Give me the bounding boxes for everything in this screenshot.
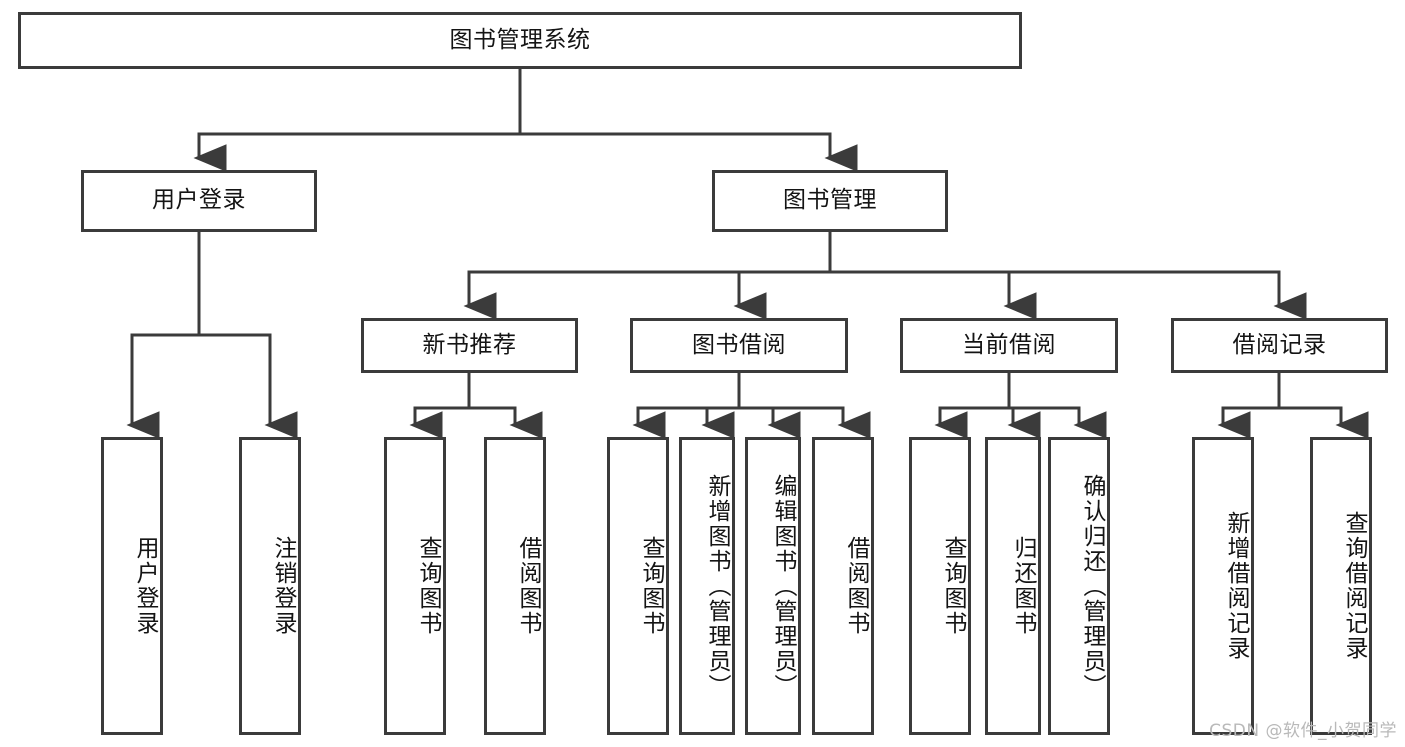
leaf-user-logout[interactable]: 注销登录 bbox=[239, 437, 301, 735]
leaf-borrow-edit-book-label: 编辑图书（管理员） bbox=[770, 473, 796, 699]
leaf-borrow-edit-book[interactable]: 编辑图书（管理员） bbox=[745, 437, 801, 735]
leaf-borrow-borrow-book[interactable]: 借阅图书 bbox=[812, 437, 874, 735]
leaf-current-confirm-return-label: 确认归还（管理员） bbox=[1079, 473, 1105, 699]
node-book-management-label: 图书管理 bbox=[783, 187, 877, 214]
node-borrow-record-label: 借阅记录 bbox=[1232, 331, 1327, 358]
leaf-current-query-book-label: 查询图书 bbox=[940, 536, 966, 636]
leaf-current-query-book[interactable]: 查询图书 bbox=[909, 437, 971, 735]
node-root[interactable]: 图书管理系统 bbox=[18, 12, 1022, 69]
leaf-recommend-borrow-book-label: 借阅图书 bbox=[515, 536, 541, 636]
node-user-login-label: 用户登录 bbox=[152, 187, 246, 214]
node-book-borrow[interactable]: 图书借阅 bbox=[630, 318, 848, 373]
node-current-borrow[interactable]: 当前借阅 bbox=[900, 318, 1118, 373]
node-borrow-record[interactable]: 借阅记录 bbox=[1171, 318, 1388, 373]
leaf-user-login[interactable]: 用户登录 bbox=[101, 437, 163, 735]
leaf-recommend-query-book-label: 查询图书 bbox=[415, 536, 441, 636]
leaf-record-add-record[interactable]: 新增借阅记录 bbox=[1192, 437, 1254, 735]
leaf-borrow-query-book-label: 查询图书 bbox=[638, 536, 664, 636]
leaf-borrow-borrow-book-label: 借阅图书 bbox=[843, 536, 869, 636]
node-new-book-recommend-label: 新书推荐 bbox=[422, 331, 517, 358]
node-book-borrow-label: 图书借阅 bbox=[692, 331, 786, 358]
leaf-borrow-add-book-label: 新增图书（管理员） bbox=[704, 473, 730, 699]
node-current-borrow-label: 当前借阅 bbox=[962, 331, 1056, 358]
node-user-login[interactable]: 用户登录 bbox=[81, 170, 317, 232]
node-book-management[interactable]: 图书管理 bbox=[712, 170, 948, 232]
leaf-user-logout-label: 注销登录 bbox=[270, 536, 296, 636]
leaf-recommend-query-book[interactable]: 查询图书 bbox=[384, 437, 446, 735]
leaf-current-confirm-return[interactable]: 确认归还（管理员） bbox=[1048, 437, 1110, 735]
leaf-current-return-book-label: 归还图书 bbox=[1010, 536, 1036, 636]
leaf-borrow-query-book[interactable]: 查询图书 bbox=[607, 437, 669, 735]
leaf-user-login-label: 用户登录 bbox=[132, 536, 158, 636]
node-root-label: 图书管理系统 bbox=[449, 26, 591, 53]
leaf-recommend-borrow-book[interactable]: 借阅图书 bbox=[484, 437, 546, 735]
leaf-record-query-record-label: 查询借阅记录 bbox=[1341, 511, 1367, 661]
node-new-book-recommend[interactable]: 新书推荐 bbox=[361, 318, 578, 373]
leaf-record-add-record-label: 新增借阅记录 bbox=[1223, 511, 1249, 661]
leaf-record-query-record[interactable]: 查询借阅记录 bbox=[1310, 437, 1372, 735]
leaf-borrow-add-book[interactable]: 新增图书（管理员） bbox=[679, 437, 735, 735]
watermark-text: CSDN @软件_小贺同学 bbox=[1209, 721, 1397, 741]
leaf-current-return-book[interactable]: 归还图书 bbox=[985, 437, 1041, 735]
